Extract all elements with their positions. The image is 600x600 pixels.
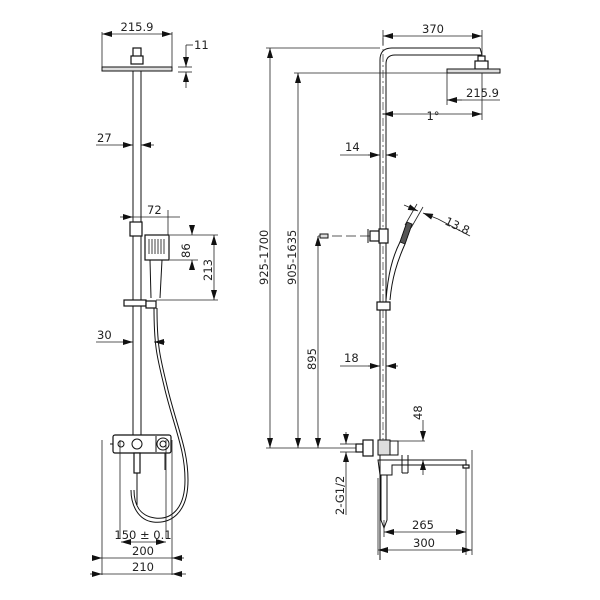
dim-front-handset-offset: 72: [120, 203, 180, 235]
dim-front-handset-head: 86: [170, 225, 218, 270]
svg-text:905-1635: 905-1635: [285, 230, 299, 285]
svg-text:11: 11: [194, 38, 209, 52]
svg-text:200: 200: [132, 544, 154, 558]
dim-side-inlet-thread: 2-G1/2: [333, 432, 356, 515]
mixer-side: [355, 439, 470, 530]
shower-head-front: [101, 47, 173, 72]
dim-side-head-height: 905-1635: [285, 72, 447, 448]
handset-side: [385, 203, 424, 301]
dim-side-bracket-height: 895: [305, 233, 370, 448]
dim-side-arm-reach: 370: [382, 22, 483, 56]
dim-front-handset-total: 213: [156, 235, 218, 301]
svg-text:1°: 1°: [426, 109, 439, 123]
svg-text:14: 14: [345, 140, 360, 154]
svg-text:213: 213: [201, 259, 215, 281]
svg-text:300: 300: [413, 536, 435, 550]
svg-text:265: 265: [412, 518, 434, 532]
dim-front-mixer-outer: 210: [90, 560, 186, 577]
svg-text:370: 370: [422, 22, 444, 36]
dim-side-tilt: 1°: [383, 73, 483, 123]
svg-text:86: 86: [179, 243, 193, 258]
dim-side-handset: 13.8: [403, 204, 472, 238]
dim-front-head-thickness: 11: [178, 38, 209, 88]
svg-text:27: 27: [97, 131, 112, 145]
svg-text:13.8: 13.8: [443, 214, 472, 238]
dim-side-total-height: 925-1700: [257, 47, 380, 448]
wall-bracket-side: [367, 228, 391, 311]
dim-side-lower-pipe: 18: [340, 351, 398, 369]
svg-text:215.9: 215.9: [466, 86, 499, 100]
handset-front: [123, 221, 170, 309]
svg-text:215.9: 215.9: [121, 20, 154, 34]
mixer-front: [110, 434, 172, 505]
svg-text:925-1700: 925-1700: [257, 230, 271, 285]
svg-text:210: 210: [132, 560, 154, 574]
svg-text:2-G1/2: 2-G1/2: [333, 476, 347, 515]
svg-text:48: 48: [411, 405, 425, 420]
side-view: 370 215.9 1° 925-1700 905-1635: [257, 22, 501, 560]
dim-front-inlet-centers: 150 ± 0.1: [114, 528, 172, 545]
dim-side-spout-inner: 265: [384, 518, 466, 535]
front-view: 215.9 11 27: [90, 20, 218, 577]
svg-text:895: 895: [305, 348, 319, 370]
dim-side-spout-outer: 300: [378, 536, 472, 553]
dim-front-lower-pipe: 30: [96, 328, 165, 345]
dim-side-spout-height: 48: [392, 405, 426, 475]
dim-side-riser: 14: [340, 140, 398, 158]
svg-text:72: 72: [147, 203, 162, 217]
dim-side-head-width: 215.9: [446, 73, 500, 105]
dim-front-head-width: 215.9: [101, 20, 173, 70]
svg-text:18: 18: [344, 351, 359, 365]
svg-text:150 ± 0.1: 150 ± 0.1: [114, 528, 171, 542]
dim-front-mixer-inner: 200: [92, 544, 184, 561]
shower-head-side: [446, 55, 501, 74]
dim-front-riser: 27: [96, 131, 154, 148]
svg-text:30: 30: [97, 328, 112, 342]
